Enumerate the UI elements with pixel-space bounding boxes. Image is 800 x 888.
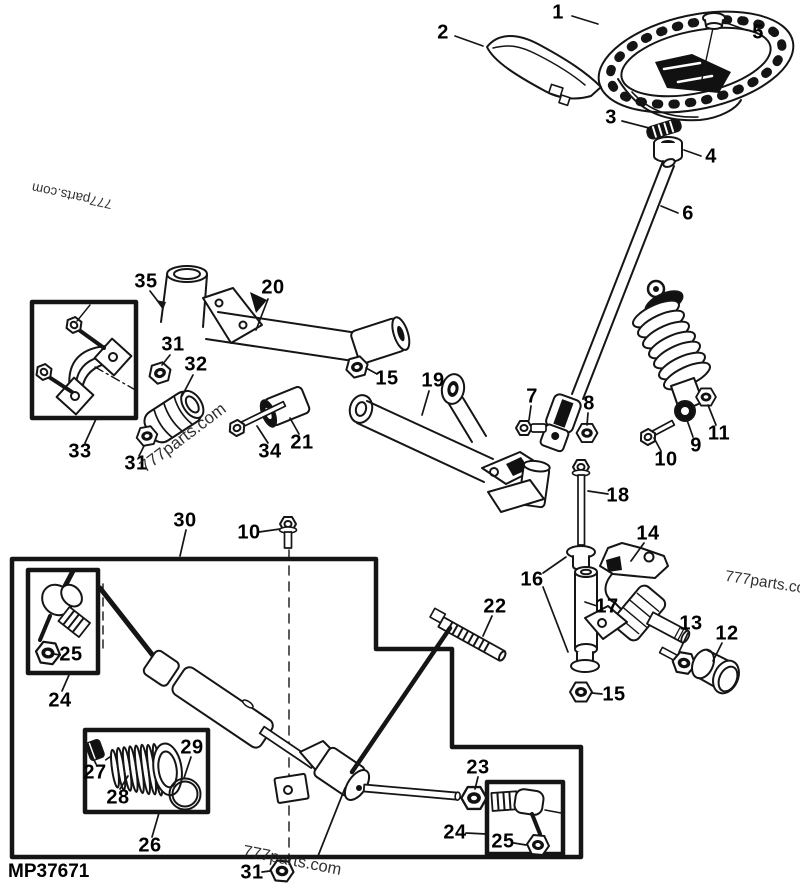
cylinder-assembly-drawing [97, 585, 461, 857]
callout-24-right: 24 [443, 821, 467, 844]
diagram-code: MP37671 [8, 861, 90, 882]
callout-11: 11 [707, 422, 731, 445]
callout-15-knuckle: 15 [602, 683, 626, 706]
callout-12: 12 [715, 622, 739, 645]
cap-12-drawing [691, 648, 740, 695]
bolt-5-drawing [702, 12, 726, 30]
bushing-4-drawing [653, 136, 683, 163]
shock-drawing [632, 279, 717, 448]
cap-2-drawing [486, 35, 602, 107]
rod-22-drawing [429, 607, 507, 662]
callout-9: 9 [690, 434, 702, 457]
callout-6: 6 [682, 202, 694, 225]
callout-16: 16 [520, 568, 544, 591]
arm-19-drawing [348, 373, 551, 513]
callout-19: 19 [421, 369, 445, 392]
callout-27: 27 [83, 761, 107, 784]
box-24-right-drawing [484, 779, 566, 857]
nut-8-drawing [575, 423, 599, 443]
callout-30: 30 [173, 509, 197, 532]
box-30-drawing [9, 556, 584, 860]
shaft-6-drawing [539, 158, 676, 453]
callout-1: 1 [552, 1, 564, 24]
callout-10-box: 10 [237, 521, 261, 544]
callout-25-left: 25 [59, 643, 83, 666]
bushing-21-drawing [225, 386, 311, 439]
callout-3: 3 [605, 106, 617, 129]
callout-31-bottom: 31 [240, 861, 264, 884]
callout-24-left: 24 [48, 689, 72, 712]
callout-15-arm: 15 [375, 367, 399, 390]
box-24-left-drawing [25, 567, 104, 676]
callout-22: 22 [483, 595, 507, 618]
callout-25-right: 25 [491, 830, 515, 853]
callout-34: 34 [258, 440, 282, 463]
callout-31-arm-lower: 31 [124, 452, 148, 475]
knuckle-14-drawing [584, 542, 691, 644]
callout-17: 17 [595, 595, 619, 618]
leader-lines [53, 15, 747, 873]
callout-13: 13 [679, 612, 703, 635]
callout-20: 20 [261, 276, 285, 299]
callout-18: 18 [606, 484, 630, 507]
steering-wheel-drawing [597, 10, 795, 122]
callout-28: 28 [106, 786, 130, 809]
callout-35: 35 [134, 270, 158, 293]
bolt-10-box-drawing [278, 516, 298, 867]
callout-23: 23 [466, 756, 490, 779]
callout-2: 2 [437, 21, 449, 44]
callout-8: 8 [583, 392, 595, 415]
bolt-18-stack-drawing [566, 459, 600, 703]
callout-33: 33 [68, 440, 92, 463]
nut-31-upper-drawing [145, 359, 175, 387]
box-26-drawing [82, 727, 211, 815]
callout-5: 5 [752, 21, 764, 44]
callout-4: 4 [705, 145, 717, 168]
nut-3-drawing [646, 118, 682, 140]
callout-14: 14 [636, 522, 660, 545]
callout-32: 32 [184, 353, 208, 376]
callout-7: 7 [526, 385, 538, 408]
bolt-13-drawing [658, 646, 699, 676]
box-33-drawing [29, 299, 140, 421]
arm-20-drawing [160, 265, 411, 365]
nut-23-drawing [460, 785, 488, 811]
callout-10-shock: 10 [654, 448, 678, 471]
callout-21: 21 [290, 431, 314, 454]
callout-31-arm-upper: 31 [161, 333, 185, 356]
callout-26: 26 [138, 834, 162, 857]
callout-29: 29 [180, 736, 204, 759]
bolt-7-drawing [515, 420, 547, 436]
